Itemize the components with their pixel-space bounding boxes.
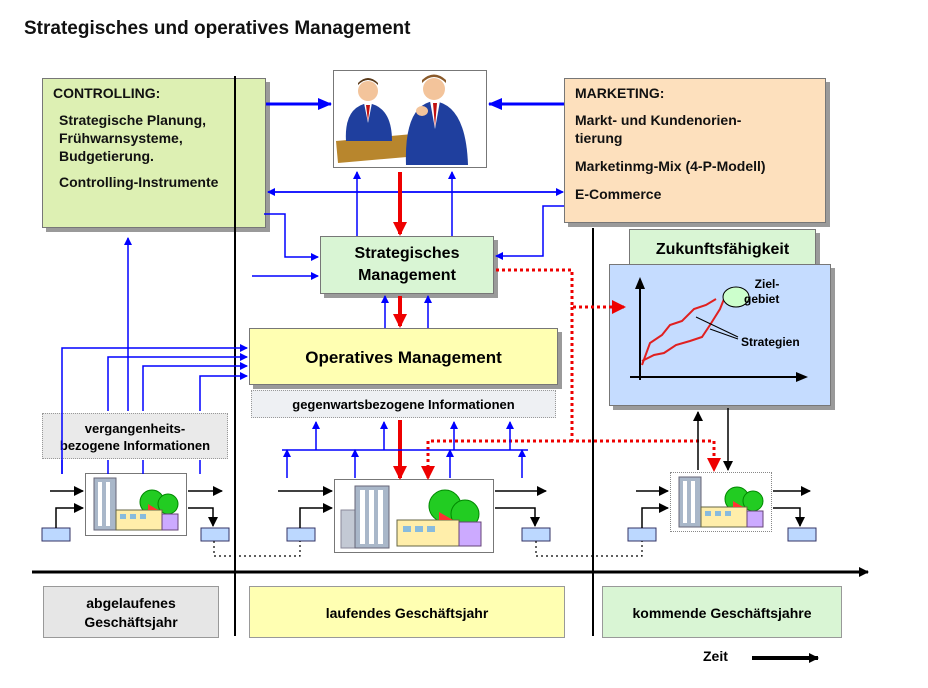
input-box <box>286 527 316 542</box>
target-area-line: gebiet <box>744 292 780 306</box>
company-building-current <box>334 479 494 553</box>
strategic-management-box: Strategisches Management <box>320 236 494 294</box>
company-building-icon <box>93 477 179 531</box>
company-building-icon <box>340 485 482 549</box>
controlling-item: Frühwarnsysteme, <box>59 130 183 146</box>
past-year-line: abgelaufenes <box>86 595 176 611</box>
controlling-heading: CONTROLLING: <box>53 85 161 101</box>
marketing-heading: MARKETING: <box>575 85 665 101</box>
marketing-item: tierung <box>575 130 623 146</box>
strategic-management-line: Management <box>358 267 456 284</box>
current-year-box: laufendes Geschäftsjahr <box>249 586 565 638</box>
company-building-past <box>85 473 187 536</box>
marketing-item: Marketinmg-Mix (4-P-Modell) <box>575 158 766 174</box>
controlling-item: Controlling-Instrumente <box>59 174 219 190</box>
operative-management-box: Operatives Management <box>249 328 558 385</box>
marketing-item: Markt- und Kundenorien- <box>575 112 742 128</box>
strategy-line-1 <box>641 298 717 366</box>
past-info-line: bezogene Informationen <box>59 438 211 453</box>
strategy-chart-box <box>609 264 831 406</box>
strategies-label: Strategien <box>741 335 800 349</box>
past-info-line: vergangenheits- <box>84 421 186 436</box>
past-year-box: abgelaufenes Geschäftsjahr <box>43 586 219 638</box>
controlling-item: Strategische Planung, <box>59 112 207 128</box>
future-capability-box: Zukunftsfähigkeit <box>629 229 816 269</box>
controlling-box: CONTROLLING: Strategische Planung, Frühw… <box>42 78 266 228</box>
past-info-label: vergangenheits- bezogene Informationen <box>42 413 228 459</box>
input-box <box>41 527 71 542</box>
company-building-future <box>670 472 772 532</box>
future-years-box: kommende Geschäftsjahre <box>602 586 842 638</box>
past-year-line: Geschäftsjahr <box>84 614 178 630</box>
target-area <box>722 286 750 308</box>
page-title: Strategisches und operatives Management <box>24 18 411 39</box>
meeting-picture <box>333 70 487 168</box>
strategic-management-line: Strategisches <box>354 245 460 262</box>
output-box <box>200 527 230 542</box>
chart-x-arrowhead <box>796 372 808 382</box>
company-building-icon <box>678 476 764 528</box>
time-axis-label: Zeit <box>703 648 728 664</box>
marketing-box: MARKETING: Markt- und Kundenorien- tieru… <box>564 78 826 223</box>
marketing-item: E-Commerce <box>575 186 662 202</box>
strategy-line-2 <box>641 298 725 362</box>
chart-y-arrowhead <box>635 277 645 289</box>
strategy-chart <box>630 277 808 382</box>
present-info-label: gegenwartsbezogene Informationen <box>251 390 556 418</box>
target-area-label: Ziel- gebiet <box>744 277 779 307</box>
output-box <box>787 527 817 542</box>
output-box <box>521 527 551 542</box>
controlling-item: Budgetierung. <box>59 148 154 164</box>
meeting-people-icon <box>334 74 486 167</box>
target-area-line: Ziel- <box>754 277 780 291</box>
input-box <box>627 527 657 542</box>
